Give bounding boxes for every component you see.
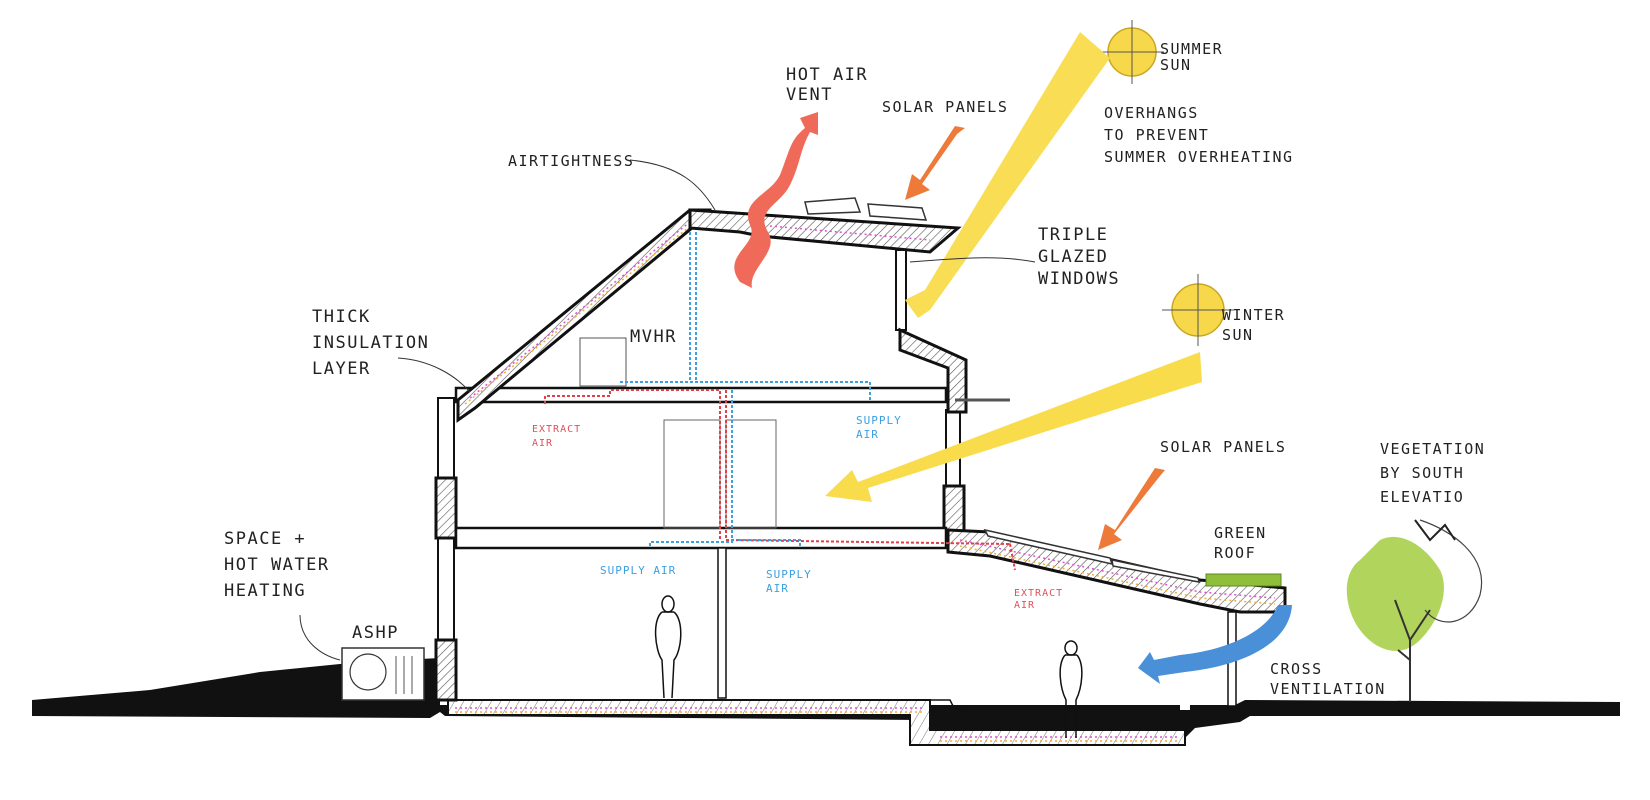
- extension: [946, 528, 1287, 707]
- ashp-label: ASHP: [352, 623, 399, 643]
- summer-sun-label: SUMMER SUN: [1160, 40, 1234, 74]
- person-figure: [1059, 640, 1083, 738]
- vegetation-label: VEGETATION BY SOUTH ELEVATIO: [1380, 440, 1496, 506]
- green-roof-label: GREEN ROOF: [1214, 524, 1277, 562]
- summer-sun-icon: [1100, 20, 1164, 84]
- tree-icon: [1346, 519, 1483, 702]
- supply-air-left-label: SUPPLY AIR: [600, 564, 676, 577]
- solar-panels-top-label: SOLAR PANELS: [882, 98, 1008, 116]
- overhangs-label: OVERHANGS TO PREVENT SUMMER OVERHEATING: [1104, 104, 1294, 166]
- extract-air-right-label: EXTRACT AIR: [1014, 588, 1070, 611]
- airtightness-label: AIRTIGHTNESS: [508, 152, 634, 170]
- hot-air-vent-arrow: [734, 112, 818, 288]
- cross-ventilation-label: CROSS VENTILATION: [1270, 660, 1386, 698]
- foundation-slab: [447, 699, 1186, 746]
- winter-sun-ray: [825, 352, 1202, 502]
- winter-sun-label: WINTER SUN: [1222, 306, 1296, 344]
- hot-air-vent-label: HOT AIR VENT: [786, 65, 880, 105]
- solar-panels-lower-label: SOLAR PANELS: [1160, 438, 1286, 456]
- solar-panels-lower-arrow: [1098, 468, 1165, 550]
- supply-air-top-label: SUPPLY AIR: [856, 414, 909, 441]
- triple-glazed-windows-label: TRIPLE GLAZED WINDOWS: [1038, 225, 1120, 289]
- house-structure: [434, 337, 966, 702]
- space-heating-label: SPACE + HOT WATER HEATING: [224, 529, 341, 601]
- solar-panels-top-arrow: [905, 126, 965, 200]
- mvhr-label: MVHR: [630, 327, 677, 347]
- winter-sun-icon: [1162, 274, 1234, 346]
- cross-ventilation-arrow: [1138, 605, 1292, 684]
- extract-air-top-label: EXTRACT AIR: [532, 424, 588, 449]
- supply-air-mid-label: SUPPLY AIR: [766, 568, 819, 595]
- mvhr-ducts: [544, 232, 1016, 571]
- thick-insulation-label: THICK INSULATION LAYER: [312, 307, 441, 379]
- ashp-unit: [341, 647, 425, 701]
- summer-sun-ray: [905, 32, 1110, 318]
- person-figure: [654, 595, 682, 699]
